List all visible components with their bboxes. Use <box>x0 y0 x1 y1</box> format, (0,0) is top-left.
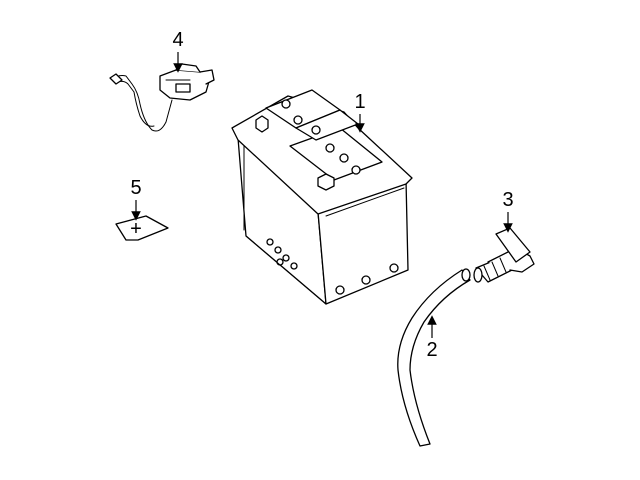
callout-5-label: 5 <box>130 177 141 199</box>
battery[interactable] <box>231 89 413 305</box>
callout-4-label: 4 <box>172 29 183 51</box>
callout-3: 3 <box>502 189 514 233</box>
callout-3-label: 3 <box>502 189 513 211</box>
pad-plus-symbol: + <box>130 218 142 240</box>
terminal-pad[interactable]: + <box>115 215 169 241</box>
callout-4: 4 <box>172 29 184 73</box>
battery-sensor-cable[interactable] <box>109 63 215 132</box>
callout-5: 5 <box>130 177 142 221</box>
vent-elbow[interactable] <box>473 227 535 283</box>
callout-1: 1 <box>354 91 366 133</box>
callout-2: 2 <box>426 315 438 361</box>
vent-hose[interactable] <box>397 268 471 447</box>
callout-1-label: 1 <box>354 91 365 113</box>
callout-2-label: 2 <box>426 339 437 361</box>
